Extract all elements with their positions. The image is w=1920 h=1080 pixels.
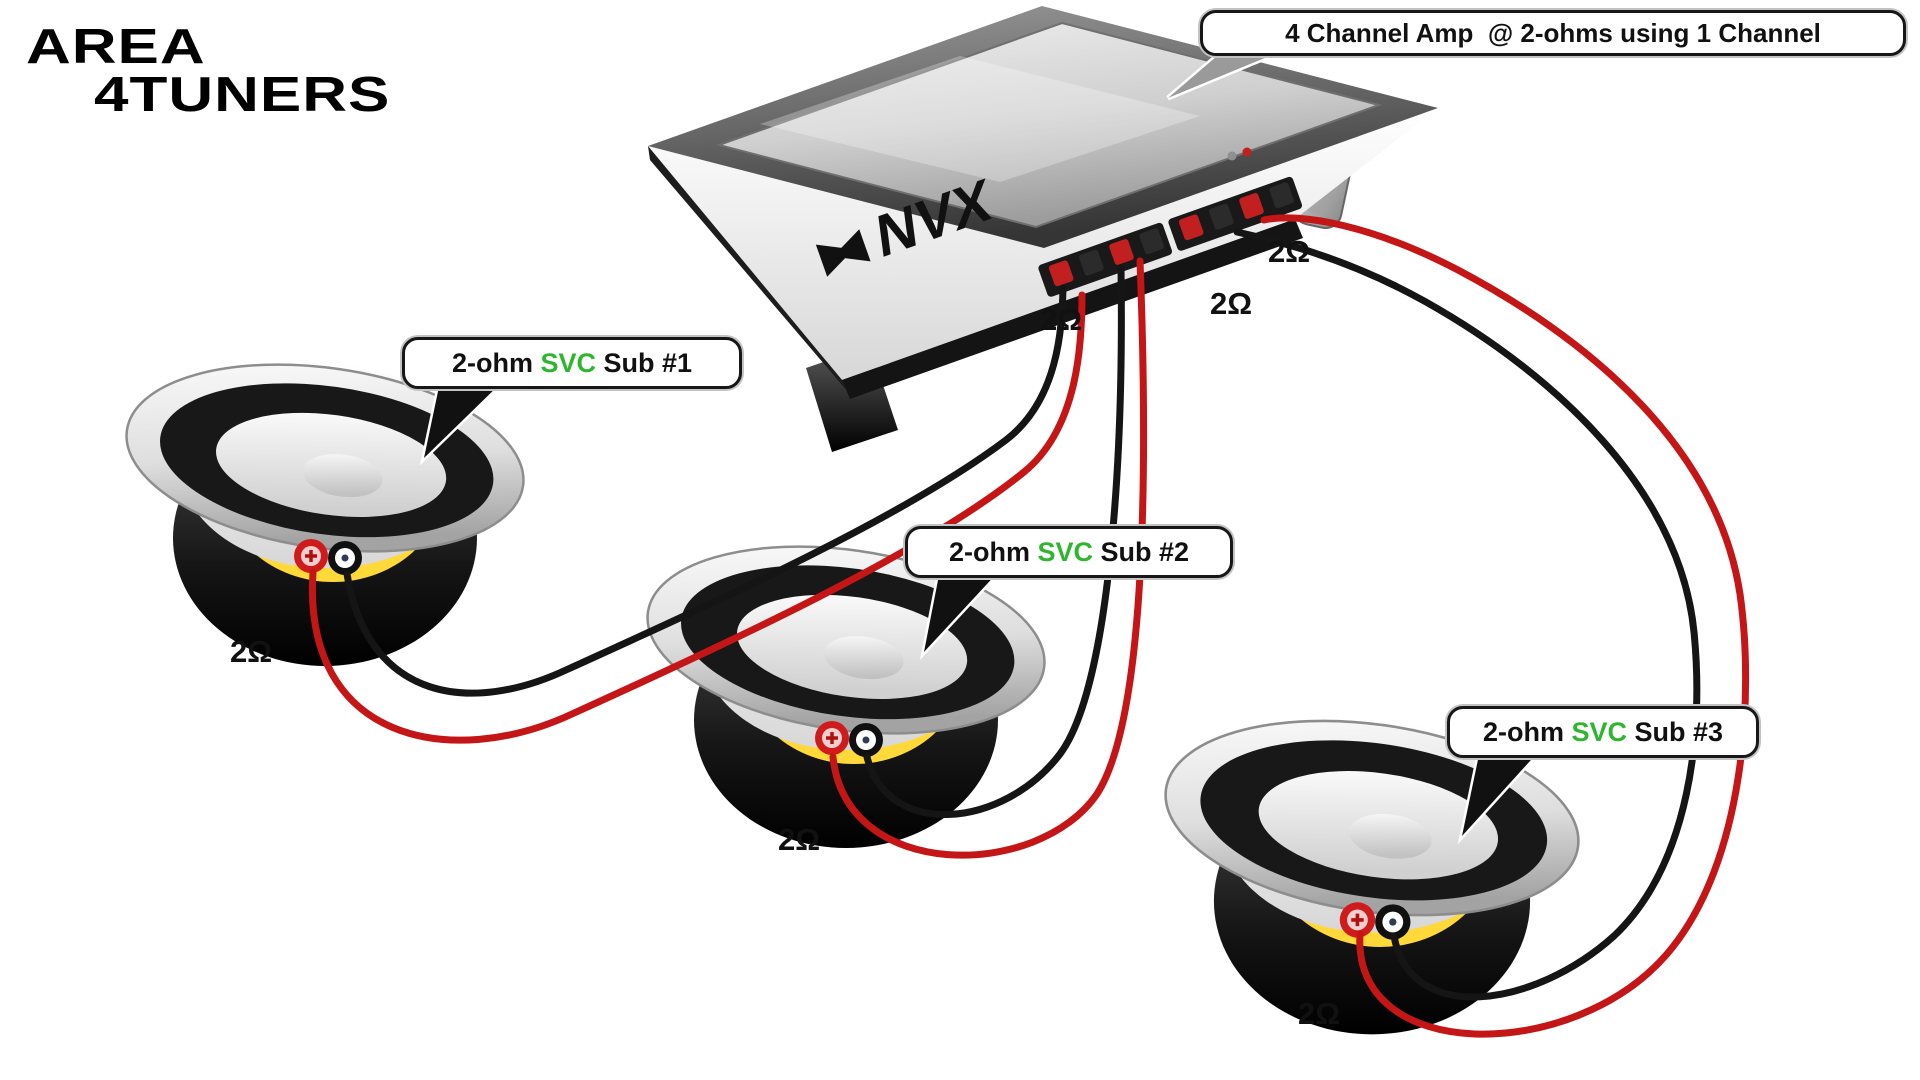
speaker-terminal-block-2 xyxy=(1168,176,1302,251)
speaker-terminal-block-1 xyxy=(1038,222,1172,297)
wire-red-sub2 xyxy=(829,257,1148,859)
amp-left-edge xyxy=(648,146,848,392)
wire-red-sub1 xyxy=(308,291,1086,744)
sub2-callout-prefix: 2-ohm xyxy=(948,536,1038,567)
amp-bottom-edge xyxy=(842,219,1303,399)
sub1-callout: 2-ohm SVC Sub #1 xyxy=(402,337,742,389)
impedance-label-amp-ch3: 2Ω xyxy=(1268,234,1310,269)
impedance-labels: 2Ω 2Ω 2Ω 2Ω 2Ω 2Ω xyxy=(230,234,1340,1031)
sub3-callout: 2-ohm SVC Sub #3 xyxy=(1447,706,1759,758)
amp-callout-text: 4 Channel Amp @ 2-ohms using 1 Channel xyxy=(1285,17,1821,48)
impedance-label-sub3: 2Ω xyxy=(1298,996,1340,1031)
sub3-callout-suffix: Sub #3 xyxy=(1627,716,1724,747)
sub2-callout-suffix: Sub #2 xyxy=(1093,536,1190,567)
sub1-callout-svc: SVC xyxy=(540,347,596,378)
sub3-callout-svc: SVC xyxy=(1571,716,1627,747)
impedance-label-amp-ch2: 2Ω xyxy=(1210,286,1252,321)
wire-black-sub2 xyxy=(863,264,1125,818)
speaker-wiring xyxy=(308,214,1750,1038)
impedance-label-sub2: 2Ω xyxy=(778,822,820,857)
wire-red-sub3 xyxy=(1260,214,1750,1038)
logo-line-2: 4TUNERS xyxy=(94,66,391,122)
sub1-callout-prefix: 2-ohm xyxy=(451,347,541,378)
wire-black-sub1 xyxy=(343,284,1067,697)
sub2-callout-svc: SVC xyxy=(1037,536,1093,567)
protect-led xyxy=(1242,147,1252,157)
sub3-callout-prefix: 2-ohm xyxy=(1482,716,1572,747)
power-led xyxy=(1227,151,1237,161)
amp-panel-highlight xyxy=(760,56,1200,182)
impedance-label-sub1: 2Ω xyxy=(230,634,272,669)
area4tuners-logo: AREA 4TUNERS xyxy=(26,22,390,132)
amp-front-face xyxy=(648,108,1438,380)
sub2-callout: 2-ohm SVC Sub #2 xyxy=(905,526,1233,578)
sub1-callout-suffix: Sub #1 xyxy=(596,347,693,378)
logo-line-1: AREA xyxy=(26,18,206,74)
impedance-label-amp-ch1: 2Ω xyxy=(1040,302,1082,337)
amp-callout: 4 Channel Amp @ 2-ohms using 1 Channel xyxy=(1200,10,1906,56)
wire-black-sub3 xyxy=(1233,228,1701,1001)
